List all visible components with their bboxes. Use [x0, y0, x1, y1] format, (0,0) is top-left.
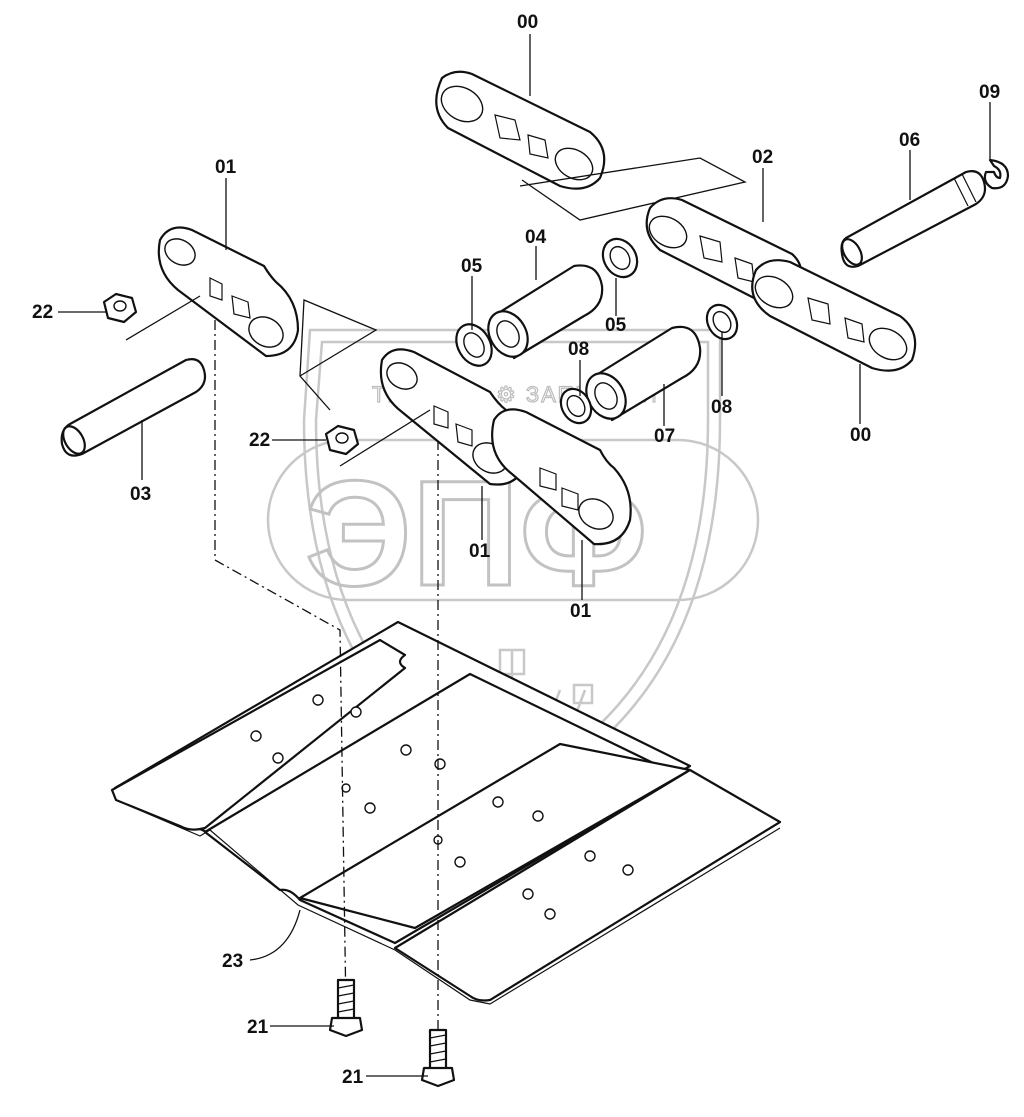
label-04: 04 — [525, 227, 547, 248]
track-bolt-left — [328, 978, 364, 1038]
label-23: 23 — [222, 951, 243, 972]
dust-seal-08-right — [705, 303, 739, 341]
nut-22-top — [102, 292, 138, 324]
label-08-right: 08 — [711, 397, 732, 418]
label-02: 02 — [752, 147, 773, 168]
dust-seal-05-right — [601, 237, 639, 279]
track-bolt-right — [420, 1028, 456, 1088]
label-09: 09 — [979, 82, 1000, 103]
label-08-left: 08 — [568, 339, 589, 360]
track-link-00-top — [435, 70, 606, 190]
track-link-01-mid — [379, 348, 528, 486]
track-pin-06 — [840, 170, 987, 268]
label-22-mid: 22 — [249, 430, 270, 451]
callout-leaders — [58, 34, 991, 1077]
bushing-04 — [487, 264, 604, 360]
label-03: 03 — [130, 484, 151, 505]
shoe-bolt-holes — [250, 694, 634, 920]
dust-seal-08-left — [559, 387, 593, 425]
assembly-center-lines — [214, 320, 439, 1060]
bushing-07 — [585, 325, 702, 422]
link-01-plane-lines — [299, 299, 378, 411]
label-05-right: 05 — [605, 315, 627, 336]
label-05-left: 05 — [461, 256, 483, 277]
label-21-left: 21 — [247, 1017, 269, 1038]
label-00-top: 00 — [517, 12, 538, 33]
track-link-01-left — [157, 226, 300, 358]
label-06: 06 — [899, 130, 920, 151]
link-00-plane-lines — [519, 157, 747, 221]
track-link-00-right — [751, 259, 917, 372]
snap-ring-09 — [983, 158, 1010, 190]
label-22-top: 22 — [32, 302, 53, 323]
nut-22-mid — [324, 424, 360, 456]
label-01-bottom: 01 — [570, 601, 592, 622]
track-link-01-front — [491, 408, 632, 546]
label-21-bottom: 21 — [342, 1067, 364, 1088]
label-07: 07 — [654, 426, 675, 447]
label-01-left: 01 — [215, 157, 237, 178]
callout-labels: 00 01 02 06 09 04 05 05 22 08 08 00 07 2… — [32, 12, 1000, 1088]
track-shoe-assembly — [110, 620, 782, 1005]
dust-seal-05-left — [455, 323, 493, 367]
label-01-mid: 01 — [469, 541, 491, 562]
track-shoe-mid — [203, 672, 682, 945]
track-shoe-front — [393, 768, 782, 1002]
track-pin-03 — [60, 358, 207, 457]
label-00-right: 00 — [850, 425, 871, 446]
